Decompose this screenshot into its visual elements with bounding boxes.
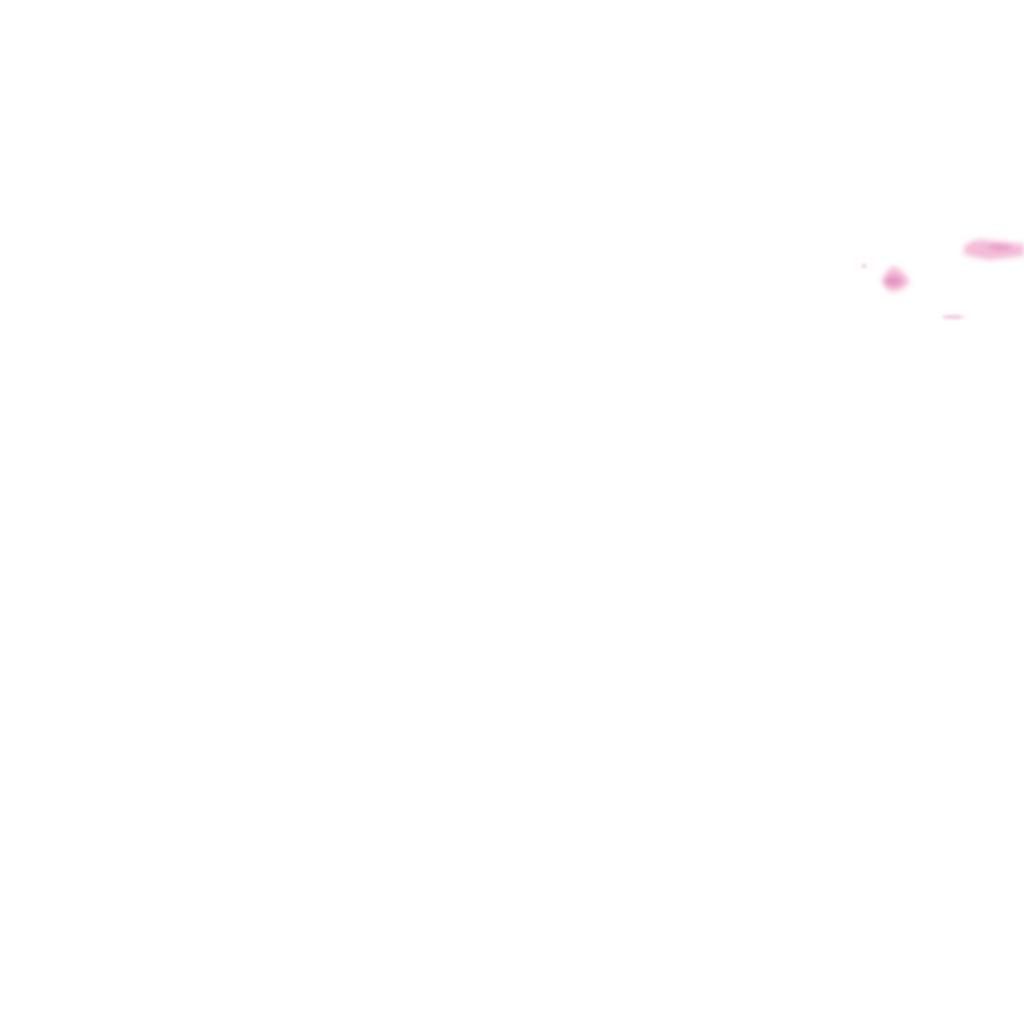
pink-blob-center — [882, 266, 910, 292]
pink-blob-right — [964, 239, 1024, 260]
pink-speck — [862, 264, 866, 268]
pink-streak — [942, 315, 964, 319]
